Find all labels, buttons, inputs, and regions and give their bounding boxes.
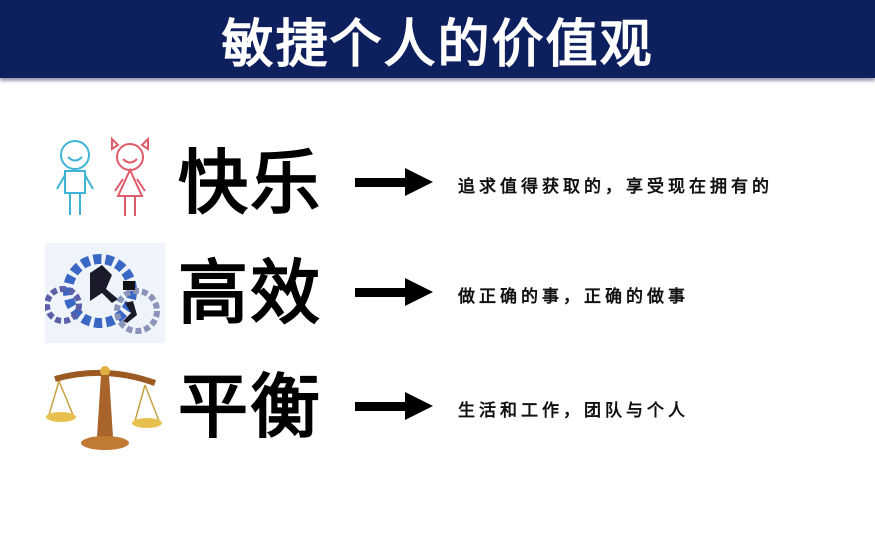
value-title: 快乐	[178, 142, 322, 224]
arrow-right-icon	[355, 168, 433, 196]
gears-running-people-icon	[45, 243, 165, 343]
page-title: 敏捷个人的价值观	[221, 14, 654, 75]
arrow-right-icon	[355, 278, 433, 306]
value-row-balance: 平衡 生活和工作，团队与个人	[0, 352, 875, 462]
arrow-right-icon	[355, 392, 433, 420]
value-row-efficiency: 高效 做正确的事，正确的做事	[0, 238, 875, 348]
header-banner: 敏捷个人的价值观	[0, 0, 875, 78]
boy-girl-icon	[56, 136, 149, 216]
value-title: 高效	[178, 252, 322, 334]
value-description: 做正确的事，正确的做事	[458, 287, 689, 307]
value-title: 平衡	[178, 366, 322, 448]
value-row-happiness: 快乐 追求值得获取的，享受现在拥有的	[0, 128, 875, 238]
value-description: 生活和工作，团队与个人	[458, 401, 689, 421]
value-description: 追求值得获取的，享受现在拥有的	[458, 177, 773, 197]
balance-scale-icon	[46, 366, 162, 450]
